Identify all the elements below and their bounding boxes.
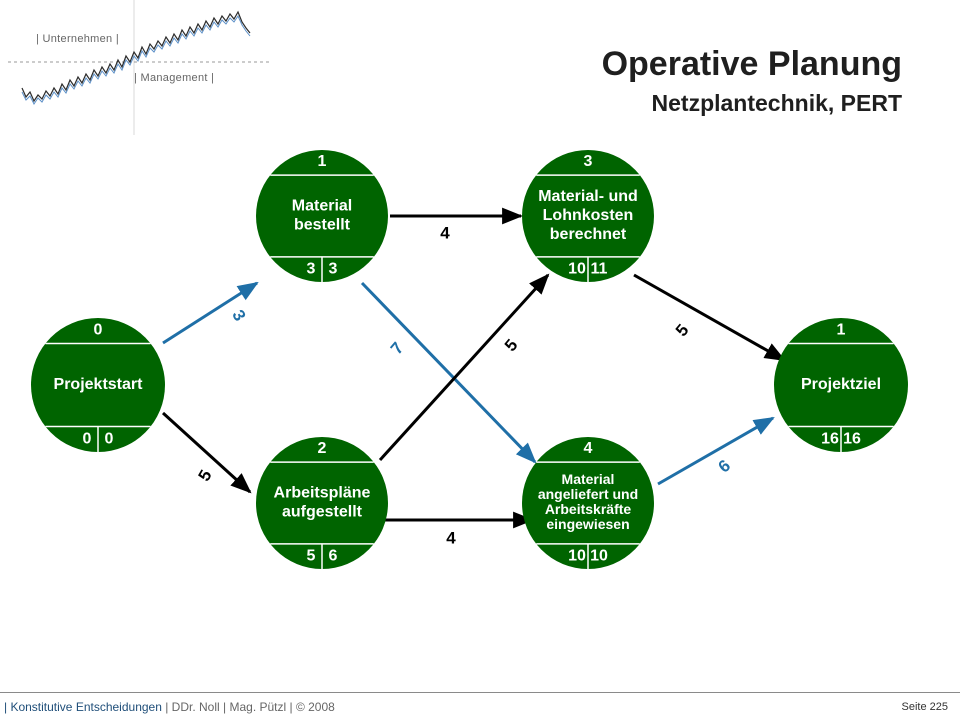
node-label-line: aufgestellt <box>282 504 363 521</box>
node-label-line: Arbeitspläne <box>274 485 371 502</box>
node-earliest-time: 10 <box>568 548 586 565</box>
node-earliest-time: 0 <box>83 430 92 447</box>
page-subtitle: Netzplantechnik, PERT <box>651 90 902 116</box>
footer-divider <box>0 692 960 693</box>
logo-text-management: | Management | <box>134 72 215 84</box>
node-label-line: Projektziel <box>801 376 881 393</box>
node-latest-time: 3 <box>329 261 338 278</box>
edge-material-angeliefert <box>360 281 537 464</box>
node-number: 1 <box>318 153 327 170</box>
node-circle <box>522 437 654 569</box>
node-label-line: Arbeitskräfte <box>545 501 632 517</box>
edge-duration-arbeit-angeliefert: 4 <box>446 528 456 547</box>
node-earliest-time: 16 <box>821 430 839 447</box>
node-label-line: eingewiesen <box>546 516 629 532</box>
edges-layer: 3 5 4 7 5 4 5 6 <box>161 207 786 547</box>
edge-kosten-ziel <box>633 273 786 362</box>
node-circle <box>256 437 388 569</box>
node-label-line: Material <box>292 198 352 215</box>
edge-duration-material-kosten: 4 <box>440 223 450 242</box>
node-number: 4 <box>584 440 593 457</box>
edge-duration-arbeit-kosten: 5 <box>501 336 522 355</box>
footer-section: | Konstitutive Entscheidungen <box>4 700 162 714</box>
node-number: 2 <box>318 440 327 457</box>
node-latest-time: 6 <box>329 548 338 565</box>
node-label-line: Material- und <box>538 188 638 205</box>
node-label-line: berechnet <box>550 226 627 243</box>
node-latest-time: 11 <box>591 261 608 278</box>
node-earliest-time: 3 <box>307 261 316 278</box>
footer: | Konstitutive Entscheidungen | DDr. Nol… <box>4 700 335 714</box>
edge-start-material <box>162 281 259 345</box>
edge-duration-material-angeliefert: 7 <box>387 339 408 358</box>
edge-angeliefert-ziel <box>657 416 775 486</box>
edge-start-arbeit <box>161 411 252 494</box>
node-label-line: Projektstart <box>54 376 144 393</box>
edge-duration-angeliefert-ziel: 6 <box>715 456 734 477</box>
node-latest-time: 16 <box>843 430 861 447</box>
node-earliest-time: 10 <box>568 261 586 278</box>
node-label-line: Material <box>562 471 615 487</box>
node-number: 3 <box>584 153 593 170</box>
edge-duration-start-material: 3 <box>228 307 249 325</box>
node-label-line: Lohnkosten <box>543 207 634 224</box>
logo-text-unternehmen: | Unternehmen | <box>36 33 119 45</box>
node-latest-time: 10 <box>590 548 608 565</box>
stock-chart-logo-graphic <box>8 0 270 135</box>
node-circle <box>774 318 908 452</box>
logo: | Unternehmen | | Management | <box>0 0 280 135</box>
node-circle <box>522 150 654 282</box>
edge-duration-start-arbeit: 5 <box>195 467 216 485</box>
edge-duration-kosten-ziel: 5 <box>672 321 693 340</box>
node-number: 0 <box>94 321 103 338</box>
page-title: Operative Planung <box>601 45 902 83</box>
node-number: 1 <box>837 321 846 338</box>
footer-authors: | DDr. Noll | Mag. Pützl | © 2008 <box>165 700 335 714</box>
page-number: Seite 225 <box>901 701 948 713</box>
node-label-line: bestellt <box>294 217 351 234</box>
node-earliest-time: 5 <box>307 548 316 565</box>
node-circle <box>31 318 165 452</box>
edge-arbeit-kosten <box>378 273 550 462</box>
node-latest-time: 0 <box>105 430 114 447</box>
node-label-line: angeliefert und <box>538 486 638 502</box>
node-circle <box>256 150 388 282</box>
